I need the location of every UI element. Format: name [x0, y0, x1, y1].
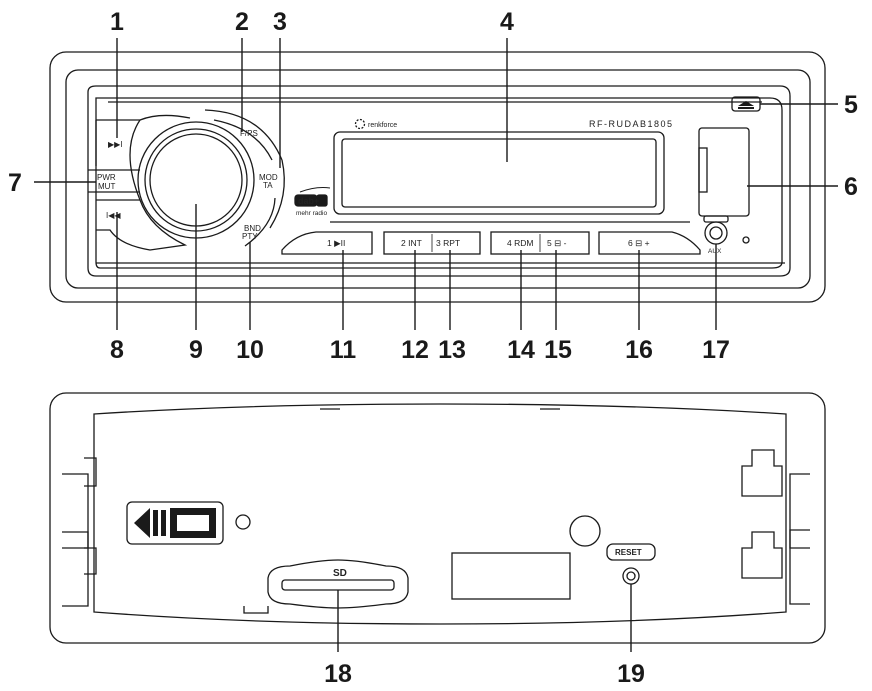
- reset-button-outer[interactable]: [622, 567, 640, 585]
- front-panel: [49, 51, 826, 303]
- preset-button-2-3[interactable]: [383, 231, 481, 255]
- back-outer-frame: [49, 392, 826, 644]
- back-panel: [49, 392, 826, 644]
- preset-2-label: 2 INT: [401, 238, 422, 248]
- callout-5: 5: [844, 91, 858, 119]
- brand-text: renkforce: [368, 122, 397, 129]
- faceplate-outline: [87, 85, 791, 277]
- bnd-label: BND: [244, 224, 261, 233]
- mounting-hole-right: [569, 515, 601, 547]
- mut-label: MUT: [98, 182, 115, 191]
- reset-label-box: [606, 543, 656, 561]
- aux-jack-tab: [703, 215, 729, 223]
- preset-6-label: 6 ⊟ +: [628, 238, 650, 248]
- preset-button-1[interactable]: [281, 231, 373, 255]
- preset-1-label: 1 ▶II: [327, 238, 345, 248]
- callout-12: 12: [401, 336, 429, 364]
- callout-19: 19: [617, 660, 645, 688]
- display-outer: [333, 131, 665, 215]
- callout-14: 14: [507, 336, 535, 364]
- prev-label: I◀◀: [106, 211, 121, 220]
- aux-jack-inner: [709, 226, 723, 240]
- dab-logo-text: dab+: [298, 196, 319, 206]
- pty-label: PTY: [242, 232, 258, 241]
- faceplate-inner-outline: [95, 97, 783, 269]
- insert-direction-arrow-icon: [134, 508, 216, 538]
- right-side-clip-upper: [789, 473, 810, 549]
- sd-slot-housing: [267, 559, 409, 609]
- preset-button-4-5[interactable]: [490, 231, 590, 255]
- left-side-clip-upper: [62, 473, 89, 549]
- callout-3: 3: [273, 8, 287, 36]
- callout-17: 17: [702, 336, 730, 364]
- button-cluster-curve: [129, 119, 141, 201]
- eject-icon: [738, 101, 754, 109]
- fps-button-arc[interactable]: [204, 109, 283, 161]
- callout-6: 6: [844, 173, 858, 201]
- front-outer-frame: [49, 51, 826, 303]
- mod-button-arc[interactable]: [269, 159, 285, 229]
- left-latch-upper: [84, 457, 97, 487]
- reset-button-inner: [626, 571, 636, 581]
- next-button-outline[interactable]: [96, 114, 191, 121]
- callout-8: 8: [110, 336, 124, 364]
- aux-jack-outer[interactable]: [704, 221, 728, 245]
- front-inner-frame: [65, 69, 811, 289]
- dab-logo: [294, 187, 331, 207]
- next-label: ▶▶I: [108, 140, 123, 149]
- usb-port-slot: [698, 147, 708, 193]
- display-screen: [341, 138, 657, 208]
- insertion-label-plate: [126, 501, 224, 545]
- mod-label: MOD: [259, 173, 278, 182]
- indicator-led: [742, 236, 750, 244]
- callout-18: 18: [324, 660, 352, 688]
- sd-card-slot[interactable]: [281, 579, 395, 591]
- prev-button-outline[interactable]: [96, 199, 188, 251]
- leader-lines: [34, 38, 838, 652]
- rear-window-cutout: [451, 552, 571, 600]
- callout-15: 15: [544, 336, 572, 364]
- preset-button-6[interactable]: [598, 231, 701, 255]
- callout-10: 10: [236, 336, 264, 364]
- right-bracket-upper: [741, 449, 783, 497]
- brand-logo-icon: [354, 118, 366, 130]
- left-side-clip-lower: [62, 531, 89, 607]
- fps-button-inner-arc: [213, 119, 273, 161]
- back-bottom-notch: [243, 606, 269, 614]
- callout-11: 11: [330, 336, 357, 364]
- preset-5-label: 5 ⊟ -: [547, 238, 567, 248]
- callout-1: 1: [110, 8, 124, 36]
- preset-3-label: 3 RPT: [436, 238, 460, 248]
- right-bracket-lower: [741, 531, 783, 579]
- callout-2: 2: [235, 8, 249, 36]
- ta-label: TA: [263, 181, 273, 190]
- reset-label: RESET: [615, 548, 642, 557]
- sd-label: SD: [333, 568, 347, 579]
- callout-9: 9: [189, 336, 203, 364]
- back-chassis-outline: [93, 403, 787, 625]
- preset-4-label: 4 RDM: [507, 238, 533, 248]
- fps-label: F/PS: [240, 129, 258, 138]
- pwr-label: PWR: [97, 173, 116, 182]
- dab-tagline: mehr radio: [296, 210, 327, 217]
- callout-7: 7: [8, 169, 22, 197]
- right-side-clip-lower: [789, 529, 810, 605]
- aux-label: AUX: [708, 248, 722, 255]
- callout-16: 16: [625, 336, 653, 364]
- mounting-hole-left: [235, 514, 251, 530]
- left-latch-lower: [84, 547, 97, 575]
- model-text: RF-RUDAB1805: [589, 119, 674, 129]
- callout-13: 13: [438, 336, 466, 364]
- callout-4: 4: [500, 8, 514, 36]
